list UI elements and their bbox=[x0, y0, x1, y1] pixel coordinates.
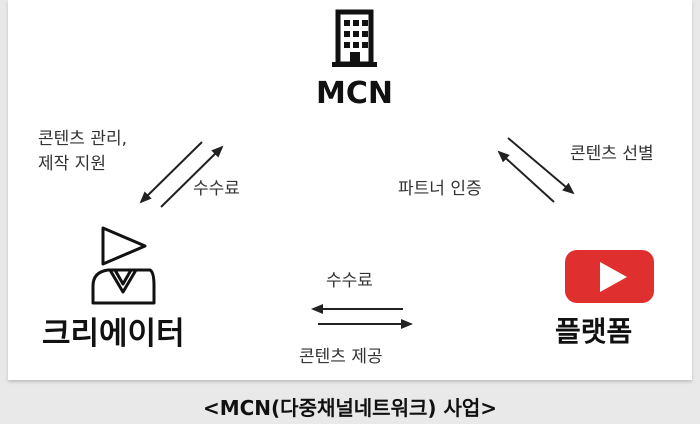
edge-label-creator-to-mcn: 수수료 bbox=[193, 179, 240, 199]
arrow-creator-to-mcn bbox=[160, 145, 224, 208]
arrow-mcn-to-creator bbox=[139, 141, 203, 204]
building-icon bbox=[332, 9, 377, 67]
creator-person-icon bbox=[91, 226, 156, 305]
arrow-mcn-to-platform bbox=[507, 137, 575, 195]
arrow-platform-to-mcn bbox=[497, 150, 555, 203]
edge-label-mcn-to-platform: 파트너 인증 bbox=[398, 179, 482, 199]
edge-label-creator-to-platform: 콘텐츠 제공 bbox=[299, 347, 383, 367]
node-platform: 플랫폼 bbox=[555, 315, 633, 348]
edge-label-platform-to-creator: 수수료 bbox=[326, 271, 373, 291]
node-creator: 크리에이터 bbox=[42, 316, 185, 352]
edge-label-mcn-to-creator-1: 콘텐츠 관리, bbox=[38, 129, 128, 149]
figure-caption: <MCN(다중채널네트워크) 사업> bbox=[202, 396, 498, 420]
edge-label-mcn-to-creator-2: 제작 지원 bbox=[38, 154, 106, 174]
edge-label-platform-to-mcn: 콘텐츠 선별 bbox=[570, 144, 654, 164]
node-mcn: MCN bbox=[316, 76, 393, 111]
play-button-icon bbox=[565, 250, 654, 303]
